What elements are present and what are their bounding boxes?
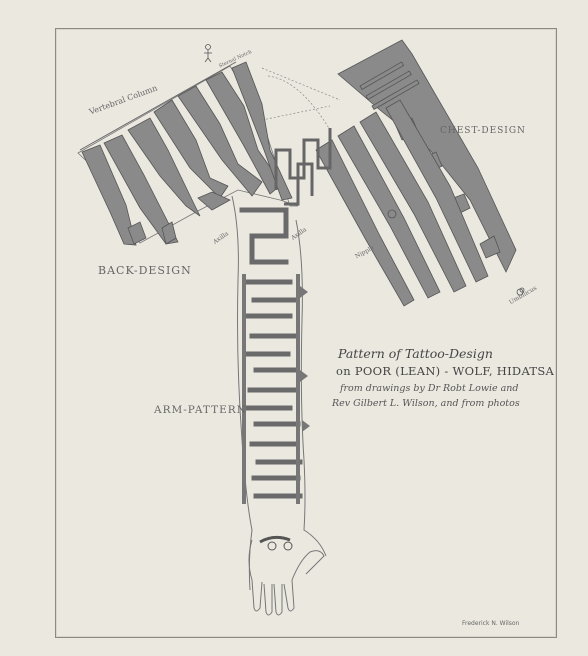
hand	[249, 537, 324, 615]
plate-title: Pattern of Tattoo-Design	[338, 346, 493, 361]
chest-design	[276, 40, 523, 306]
artist-credit: Frederick N. Wilson	[462, 620, 519, 627]
dotted-guides	[262, 68, 340, 130]
arm-outline	[232, 196, 326, 590]
back-diamond	[198, 192, 230, 210]
figure-icon	[204, 45, 212, 63]
arm-pattern-label: ARM-PATTERN	[154, 404, 247, 416]
chest-design-label: CHEST-DESIGN	[440, 126, 526, 136]
plate-subtitle: on POOR (LEAN) - WOLF, HIDATSA	[336, 364, 554, 378]
arm-pattern	[242, 210, 300, 496]
credit-line: from drawings by Dr Robt Lowie and	[340, 383, 519, 394]
back-design	[78, 62, 298, 245]
back-design-label: BACK-DESIGN	[98, 264, 192, 277]
credit-line: Rev Gilbert L. Wilson, and from photos	[332, 398, 520, 409]
